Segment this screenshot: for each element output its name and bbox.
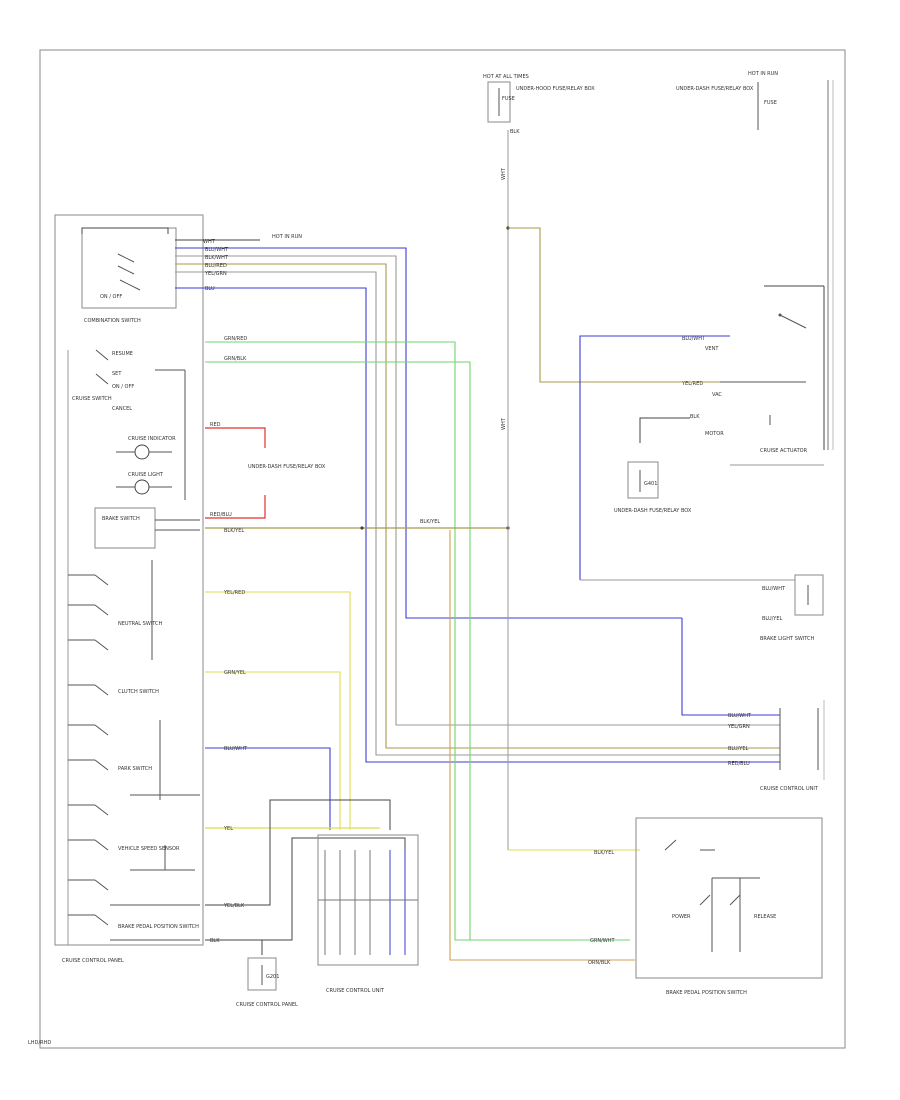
wire-label-w15: YEL	[223, 826, 233, 832]
run-fuse-label: FUSE	[764, 100, 777, 106]
wire-label-w14: BLU/WHT	[224, 746, 248, 752]
actuator-vent: VENT	[705, 346, 719, 352]
wire-label-w7: GRN/RED	[224, 336, 247, 342]
bottom-unit-group: CRUISE CONTROL UNIT	[317, 834, 419, 994]
combination-switch-label: COMBINATION SWITCH	[84, 318, 141, 324]
cruise-switch-label: CRUISE SWITCH	[72, 396, 112, 402]
actuator-vac: VAC	[712, 392, 722, 398]
brake-pedal-group: POWER RELEASE BRAKE PEDAL POSITION SWITC…	[635, 817, 823, 996]
vehicle-speed-label: VEHICLE SPEED SENSOR	[118, 846, 180, 852]
sensor-label: BRAKE PEDAL POSITION SWITCH	[118, 924, 199, 930]
act-wire-1: BLU/WHT	[682, 336, 706, 342]
combo-pin-label: ON / OFF	[100, 294, 122, 300]
right-small-box-group: BLU/WHT BLU/YEL BRAKE LIGHT SWITCH	[760, 574, 824, 642]
wire-label-w22: BLK/YEL	[594, 850, 614, 856]
on-off-label: ON / OFF	[112, 384, 134, 390]
fuse-label: FUSE	[502, 96, 515, 102]
ground-g201-box	[247, 957, 277, 991]
fuse-wire-label: WHT	[501, 167, 507, 180]
brake-switch-label: BRAKE SWITCH	[102, 516, 140, 522]
under-dash-fuse-label: UNDER-DASH FUSE/RELAY BOX	[676, 86, 754, 92]
center-component: UNDER-DASH FUSE/RELAY BOX RED RED/BLU	[205, 422, 326, 519]
clutch-switch-label: CLUTCH SWITCH	[118, 689, 159, 695]
ground-g401-desc: UNDER-DASH FUSE/RELAY BOX	[614, 508, 692, 514]
wire-label-w20: GRN/WHT	[590, 938, 615, 944]
indicator-bulb-2	[134, 479, 150, 495]
wire-label-w5: YEL/GRN	[204, 271, 227, 277]
release-label: RELEASE	[754, 914, 776, 920]
neutral-switch-label: NEUTRAL SWITCH	[118, 621, 163, 627]
wire-label-center: BLK/YEL	[420, 519, 440, 525]
wires: WHT HOT IN RUN BLU/WHT BLK/WHT BLU/RED Y…	[175, 130, 795, 966]
fuse-wire-label-2: WHT	[501, 417, 507, 430]
wire-label-w18: BLU/WHT	[728, 713, 752, 719]
actuator-motor: MOTOR	[705, 431, 724, 437]
cruise-control-panel-frame	[54, 214, 204, 946]
fuse-box-label: UNDER-HOOD FUSE/RELAY BOX	[516, 86, 595, 92]
hot-at-all-times-label: HOT AT ALL TIMES	[483, 74, 529, 80]
cruise-switch-group: RESUME SET ON / OFF CANCEL CRUISE SWITCH…	[67, 349, 186, 945]
right-connector-group: CRUISE CONTROL UNIT	[760, 700, 825, 792]
right-small-box-wire: BLU/WHT	[762, 586, 786, 592]
switch-stack: BRAKE SWITCH NEUTRAL SWITCH CLUTCH SWITC…	[62, 507, 200, 964]
fuse-box-group: HOT AT ALL TIMES FUSE UNDER-HOOD FUSE/RE…	[483, 74, 595, 430]
footer-label: LHD/RHD	[28, 1040, 51, 1046]
wire-label-w5r: YEL/GRN	[727, 724, 750, 730]
cruise-actuator-label: CRUISE ACTUATOR	[760, 448, 808, 454]
brake-switch-box	[94, 507, 156, 549]
set-label: SET	[112, 371, 122, 377]
brake-pedal-box	[635, 817, 823, 979]
cruise-light-label: CRUISE LIGHT	[128, 472, 164, 478]
wire-label-top: HOT IN RUN	[272, 234, 302, 240]
resume-label: RESUME	[112, 351, 133, 357]
combination-switch-group: COMBINATION SWITCH ON / OFF	[54, 214, 204, 946]
hot-in-run-label: HOT IN RUN	[748, 71, 778, 77]
ground-box	[627, 461, 659, 499]
wire-label-w3: BLK/WHT	[205, 255, 229, 261]
cancel-label: CANCEL	[112, 406, 132, 412]
wire-label-w6: BLU	[205, 286, 215, 292]
park-switch-label: PARK SWITCH	[118, 766, 152, 772]
cruise-indicator-label: CRUISE INDICATOR	[128, 436, 176, 442]
wire-label-w2: BLU/WHT	[205, 247, 229, 253]
bottom-unit-label: CRUISE CONTROL UNIT	[326, 988, 385, 994]
ground-g401-label: G401	[644, 481, 657, 487]
wire-label-w1: WHT	[203, 239, 216, 245]
ground-g201-desc: CRUISE CONTROL PANEL	[236, 1002, 298, 1008]
right-small-box	[794, 574, 824, 616]
cruise-control-unit-label: CRUISE CONTROL UNIT	[760, 786, 819, 792]
ground-g201-group: G201 CRUISE CONTROL PANEL	[236, 940, 298, 1008]
fuse-box-conn: BLK	[510, 129, 520, 135]
wire-label-w12: YEL/RED	[223, 590, 245, 596]
brake-light-switch-label: BRAKE LIGHT SWITCH	[760, 636, 815, 642]
brake-pedal-label: BRAKE PEDAL POSITION SWITCH	[666, 990, 747, 996]
center-comp-label: UNDER-DASH FUSE/RELAY BOX	[248, 464, 326, 470]
wire-label-w13: GRN/YEL	[224, 670, 246, 676]
combination-switch-box	[81, 227, 177, 309]
right-small-box-wire-2: BLU/YEL	[762, 616, 783, 622]
act-wire-3: BLK	[690, 414, 700, 420]
ground-g201-label: G201	[266, 974, 279, 980]
outer-frame	[39, 49, 846, 1049]
cruise-actuator-group: VENT VAC MOTOR CRUISE ACTUATOR BLU/WHT Y…	[681, 285, 825, 466]
wire-label-w19: BLU/YEL	[728, 746, 749, 752]
wire-label-w4: BLU/RED	[205, 263, 227, 269]
wire-label-w11: BLK/YEL	[224, 528, 244, 534]
center-comp-wire: RED	[210, 422, 221, 428]
act-wire-2: YEL/RED	[681, 381, 703, 387]
wire-label-w17: BLK	[210, 938, 220, 944]
indicator-bulb-1	[134, 444, 150, 460]
center-comp-wire-2: RED/BLU	[210, 512, 232, 518]
cruise-control-panel-label: CRUISE CONTROL PANEL	[62, 958, 124, 964]
run-fuse-group: HOT IN RUN UNDER-DASH FUSE/RELAY BOX FUS…	[676, 71, 834, 450]
ground-g401-group: G401 UNDER-DASH FUSE/RELAY BOX	[614, 417, 692, 514]
fuse-box	[487, 81, 511, 123]
wire-label-w21: ORN/BLK	[588, 960, 611, 966]
power-label: POWER	[672, 914, 691, 920]
wire-label-w9r: RED/BLU	[728, 761, 750, 767]
wire-label-w8: GRN/BLK	[224, 356, 247, 362]
wire-label-w16: YEL/BLK	[223, 903, 245, 909]
